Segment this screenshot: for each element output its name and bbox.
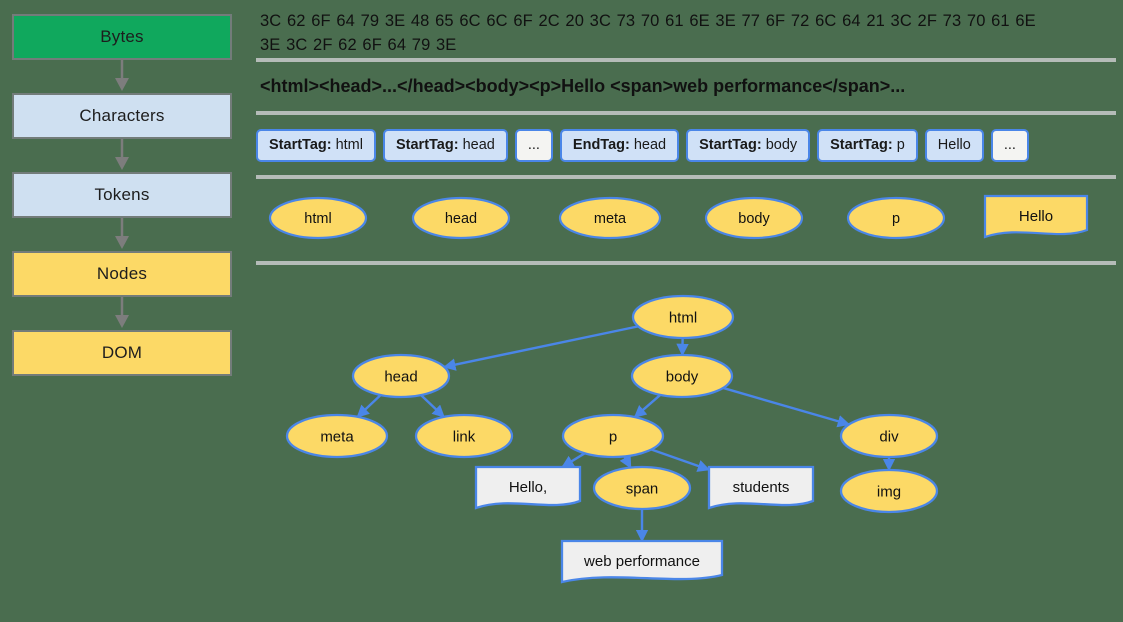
tree-node-label: head [384, 368, 417, 385]
tree-node-link[interactable]: link [414, 413, 514, 458]
token-chip[interactable]: ... [514, 128, 553, 162]
token-chip[interactable]: EndTag:head [559, 128, 680, 162]
pipeline-stage-bytes: Bytes [12, 14, 232, 60]
pipeline-stage-label: Characters [79, 106, 165, 125]
node-ellipse-p[interactable]: p [846, 196, 946, 239]
token-chip[interactable]: StartTag:html [256, 128, 376, 162]
pipeline-stage-label: Bytes [100, 27, 144, 46]
token-kind: StartTag: [269, 137, 332, 154]
tree-edge-body-to-p [633, 393, 662, 418]
tree-node-head[interactable]: head [351, 353, 451, 398]
token-kind: StartTag: [395, 137, 459, 154]
tree-node-label: p [609, 428, 617, 445]
pipeline-stage-label: Tokens [94, 185, 150, 204]
tree-node-webp[interactable]: web performance [560, 539, 724, 584]
pipeline-stage-characters: Characters [12, 93, 232, 139]
token-value: head [633, 137, 667, 154]
node-label: Hello [1019, 208, 1053, 225]
pipeline-connector-4 [12, 297, 232, 330]
tree-edge-p-to-hello [561, 452, 586, 468]
tree-node-body[interactable]: body [630, 353, 734, 398]
tree-node-label: html [669, 309, 697, 326]
divider-4 [256, 260, 1116, 265]
node-label: body [738, 211, 770, 227]
token-chip[interactable]: ... [990, 128, 1029, 162]
tree-edge-head-to-meta [356, 393, 382, 418]
token-value: html [335, 137, 363, 154]
bytes-section: 3C 62 6F 64 79 3E 48 65 6C 6C 6F 2C 20 3… [256, 0, 1060, 58]
tree-node-html[interactable]: html [631, 294, 735, 339]
node-ellipse-body[interactable]: body [704, 196, 804, 239]
pipeline-connector-3 [12, 218, 232, 251]
token-kind: StartTag: [699, 137, 762, 154]
tree-edge-p-to-span [619, 454, 632, 469]
token-value: Hello [937, 137, 971, 154]
tree-node-label: img [877, 483, 901, 500]
token-value: p [896, 137, 905, 154]
divider-1 [256, 57, 1116, 62]
node-textnode-Hello[interactable]: Hello [983, 194, 1089, 239]
tree-node-label: Hello, [509, 479, 547, 496]
node-label: html [304, 211, 331, 227]
tree-edge-body-to-div [722, 386, 851, 428]
token-value: ... [1003, 137, 1016, 154]
arrowhead-icon [115, 236, 129, 249]
token-chip[interactable]: StartTag:p [817, 128, 918, 162]
pipeline-stage-label: DOM [101, 343, 143, 362]
node-label: p [892, 211, 900, 227]
tree-node-label: students [733, 479, 790, 496]
token-kind: EndTag: [572, 137, 630, 154]
node-label: head [445, 211, 477, 227]
node-ellipse-meta[interactable]: meta [558, 196, 662, 239]
tree-edges [356, 325, 896, 543]
tree-node-div[interactable]: div [839, 413, 939, 458]
token-kind: StartTag: [830, 137, 893, 154]
node-ellipse-html[interactable]: html [268, 196, 368, 239]
divider-2 [256, 110, 1116, 115]
token-value: ... [527, 137, 540, 154]
pipeline-connector-1 [12, 60, 232, 93]
dom-tree-section: html head body meta link p div span img Hello, stu… [256, 265, 1116, 596]
token-value: body [765, 137, 798, 154]
token-chip[interactable]: StartTag:head [382, 128, 508, 162]
pipeline-connector-2 [12, 139, 232, 172]
tree-edge-head-to-link [420, 394, 445, 418]
pipeline-stage-dom: DOM [12, 330, 232, 376]
tree-node-label: body [666, 368, 699, 385]
content-panel: 3C 62 6F 64 79 3E 48 65 6C 6C 6F 2C 20 3… [256, 0, 1116, 622]
token-chip[interactable]: StartTag:body [686, 128, 811, 162]
token-chip[interactable]: Hello [924, 128, 984, 162]
pipeline-stage-nodes: Nodes [12, 251, 232, 297]
tree-node-label: web performance [583, 553, 700, 570]
tree-node-label: span [626, 480, 659, 497]
arrowhead-icon [115, 157, 129, 170]
arrowhead-icon [115, 315, 129, 328]
tree-node-stud[interactable]: students [707, 465, 815, 510]
tree-node-label: div [879, 428, 899, 445]
characters-markup-text: <html><head>...</head><body><p>Hello <sp… [260, 75, 906, 96]
tree-node-label: link [453, 428, 476, 445]
tree-node-span[interactable]: span [592, 465, 692, 510]
divider-3 [256, 174, 1116, 179]
tree-node-hello[interactable]: Hello, [474, 465, 582, 510]
characters-section: <html><head>...</head><body><p>Hello <sp… [256, 62, 1116, 111]
token-value: head [462, 137, 495, 154]
arrowhead-icon [115, 78, 129, 91]
tree-node-p[interactable]: p [561, 413, 665, 458]
tree-edge-html-to-head [443, 325, 639, 371]
tree-node-label: meta [320, 428, 354, 445]
nodes-section: html head meta body p Hello [256, 179, 1116, 261]
pipeline-stage-label: Nodes [96, 264, 148, 283]
node-ellipse-head[interactable]: head [411, 196, 511, 239]
tree-node-img[interactable]: img [839, 468, 939, 513]
bytes-hex-text: 3C 62 6F 64 79 3E 48 65 6C 6C 6F 2C 20 3… [260, 12, 1036, 54]
tree-edge-p-to-stud [650, 448, 711, 472]
tree-node-meta[interactable]: meta [285, 413, 389, 458]
node-label: meta [594, 211, 627, 227]
pipeline-stage-tokens: Tokens [12, 172, 232, 218]
